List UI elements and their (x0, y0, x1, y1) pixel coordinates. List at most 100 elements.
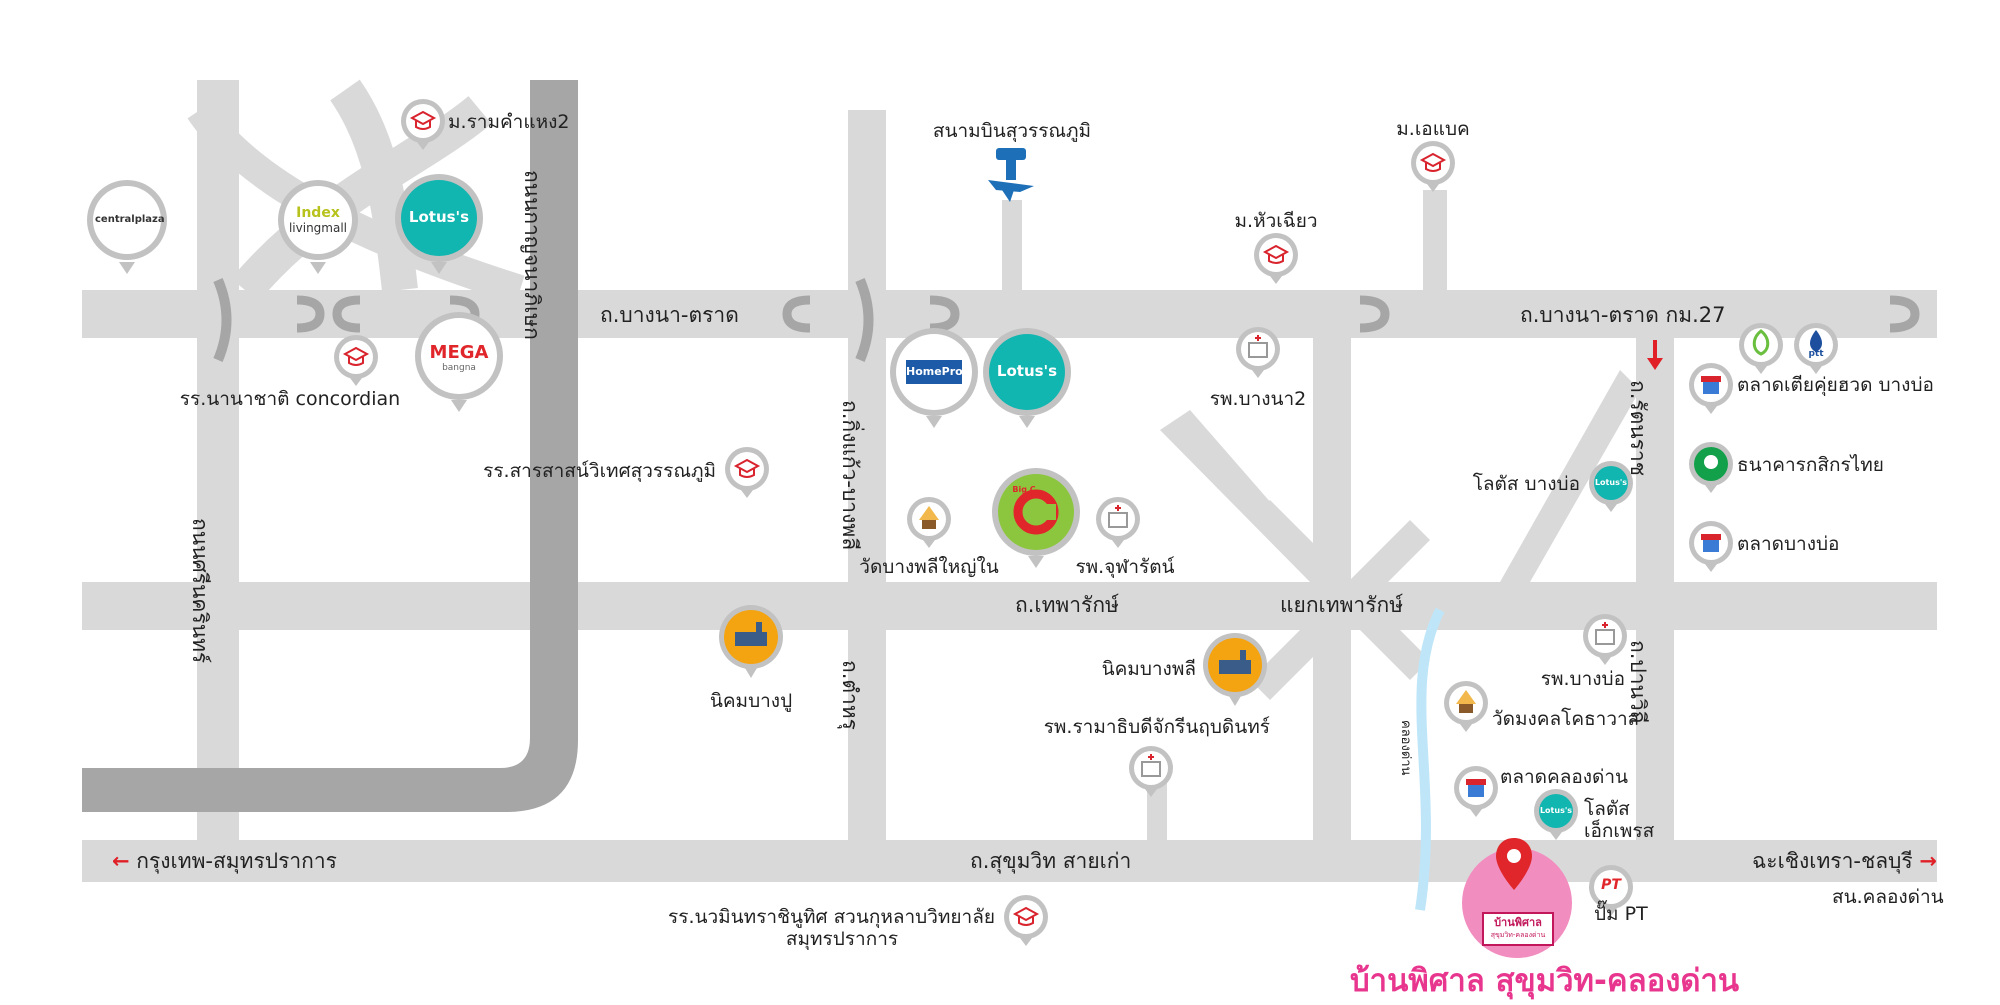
pin-centralplaza: centralplaza (81, 178, 173, 290)
pin-lotus-rama2: Lotus's (393, 172, 485, 284)
project-sign-sub: สุขุมวิท-คลองด่าน (1490, 931, 1546, 939)
road-label-to-bangkok: ← กรุงเทพ-สมุทรปราการ (112, 849, 337, 873)
project-title: บ้านพิศาล สุขุมวิท-คลองด่าน (1350, 963, 1740, 999)
mega-logo: MEGA (429, 342, 489, 363)
road-airport-link (1002, 200, 1022, 290)
pin-homepro: HomePro (888, 326, 980, 438)
livingmall-logo: livingmall (288, 221, 348, 235)
label-ramkhamhaeng2: ม.รามคำแหง2 (448, 111, 570, 133)
pin-nawamin (1003, 894, 1049, 952)
airport-icon (986, 146, 1036, 202)
pin-talad-tia (1688, 362, 1734, 420)
pin-mega-bangna: MEGA bangna (413, 310, 505, 422)
mega-sub: bangna (442, 363, 476, 373)
lotus-express-logo: Lotus's (1539, 806, 1573, 815)
road-srinakarin (197, 80, 239, 840)
pin-chularat-hospital (1095, 496, 1141, 554)
road-label-theparak: ถ.เทพารักษ์ (1015, 593, 1119, 617)
index-logo: Index (296, 205, 340, 221)
ramp-2 (231, 96, 492, 302)
label-samut-prakan: สมุทรปราการ (785, 928, 899, 950)
pin-talad-bangbo (1688, 520, 1734, 578)
road-diagonal-rattanarat (1500, 370, 1640, 582)
pin-bangbo-hospital (1582, 613, 1628, 671)
pin-abac (1410, 140, 1456, 198)
pin-sarasas (724, 446, 770, 504)
pt-logo: PT (1601, 877, 1621, 893)
overpass-2 (855, 278, 874, 362)
overpass-1 (213, 278, 232, 362)
pin-pt-station: PT (1588, 864, 1634, 922)
label-bangna2-hospital: รพ.บางนา2 (1209, 388, 1307, 410)
lotus-logo: Lotus's (408, 208, 470, 226)
pin-bangna2-hospital (1235, 326, 1281, 384)
pin-ramkhamhaeng2 (400, 98, 446, 156)
label-abac: ม.เอแบค (1396, 118, 1470, 140)
pin-bigc: Big C (990, 466, 1082, 578)
road-label-theparak-junction: แยกเทพารักษ์ (1280, 593, 1404, 617)
pin-wat-mongkhon (1443, 680, 1489, 738)
label-lotus-express-2: เอ็กเพรส (1584, 820, 1655, 842)
label-talad-tia: ตลาดเตียคุ่ยฮวด บางบ่อ (1737, 374, 1934, 396)
road-label-srinakarin: ถนนศรีนครินทร์ (188, 518, 212, 664)
project-sign-name: บ้านพิศาล (1494, 916, 1542, 929)
label-ramathibodi: รพ.รามาธิบดีจักรีนฤบดินทร์ (1043, 716, 1270, 738)
pin-index-livingmall: Index livingmall (272, 178, 364, 290)
road-bangna-trat (82, 290, 1937, 338)
direction-arrow-down (1647, 340, 1663, 370)
pin-lotus-express: Lotus's (1533, 788, 1579, 846)
label-talad-khlongdan: ตลาดคลองด่าน (1500, 766, 1629, 788)
label-bangpoo-estate: นิคมบางปู (709, 690, 793, 712)
label-nawamin: รร.นวมินทราชินูทิศ สวนกุหลาบวิทยาลัย (668, 906, 995, 928)
label-wat-mongkhon: วัดมงคลโคธาวาส (1492, 708, 1640, 730)
ptt-logo: ptt (1808, 349, 1824, 359)
pin-ramathibodi (1128, 745, 1174, 803)
road-label-tamru: ถ.ตำหรุ (838, 660, 862, 730)
pin-kasikorn (1688, 441, 1734, 499)
label-khlong-dan-police: สน.คลองด่าน (1832, 886, 1944, 908)
label-huachiew: ม.หัวเฉียว (1234, 210, 1318, 232)
road-label-king-kaew: ถ.กิ่งแก้ว-บางพลี (838, 400, 862, 551)
pin-bangphli-estate (1200, 632, 1270, 714)
label-wat-bangphli-yai: วัดบางพลีใหญ่ใน (859, 556, 999, 578)
road-label-kanchanaphisek: ถนนกาญจนาภิเษก (520, 170, 544, 340)
pin-wat-bangphli-yai (906, 496, 952, 554)
road-label-to-chachoengsao: ฉะเชิงเทรา-ชลบุรี → (1752, 849, 1937, 873)
pin-lotus-bangbo: Lotus's (1588, 460, 1634, 518)
lotus-small-logo: Lotus's (1594, 478, 1628, 487)
pin-lotus-bangna: Lotus's (981, 326, 1073, 438)
lotus-logo-2: Lotus's (996, 362, 1058, 380)
pin-concordian (333, 334, 379, 392)
label-bangphli-estate: นิคมบางพลี (1101, 658, 1196, 680)
pin-bangpoo-estate (716, 604, 786, 686)
centralplaza-logo: centralplaza (95, 214, 165, 225)
road-abac-link (1423, 190, 1447, 290)
location-pin-icon (1494, 836, 1534, 892)
road-king-kaew (848, 110, 886, 840)
pin-ptt: ptt (1793, 322, 1839, 380)
label-concordian: รร.นานาชาติ concordian (179, 388, 401, 410)
label-sarasas: รร.สารสาสน์วิเทศสุวรรณภูมิ (483, 460, 716, 482)
road-label-sukhumvit: ถ.สุขุมวิท สายเก่า (970, 849, 1132, 873)
pin-talad-khlongdan (1453, 765, 1499, 823)
road-label-bangna-trat: ถ.บางนา-ตราด (600, 303, 739, 327)
label-lotus-express-1: โลตัส (1584, 798, 1630, 820)
road-label-bangna-trat-km27: ถ.บางนา-ตราด กม.27 (1520, 303, 1726, 327)
road-theparak (82, 582, 1937, 630)
road-diagonal-2 (1250, 520, 1430, 700)
label-kasikorn: ธนาคารกสิกรไทย (1737, 454, 1884, 476)
label-chularat-hospital: รพ.จุฬารัตน์ (1075, 556, 1175, 578)
project-sign: บ้านพิศาล สุขุมวิท-คลองด่าน (1482, 912, 1554, 946)
road-diagonal-3 (1160, 410, 1340, 582)
label-talad-bangbo: ตลาดบางบ่อ (1737, 533, 1840, 555)
road-panawithi (1636, 338, 1674, 840)
label-airport: สนามบินสุวรรณภูมิ (932, 120, 1092, 142)
bigc-logo: Big C (1012, 485, 1036, 494)
pin-huachiew (1253, 232, 1299, 290)
label-pt-station: ปั๊ม PT (1594, 903, 1648, 925)
label-bangbo-hospital: รพ.บางบ่อ (1540, 668, 1625, 690)
pin-bangchak (1738, 322, 1784, 380)
label-canal: คลองด่าน (1398, 720, 1413, 776)
